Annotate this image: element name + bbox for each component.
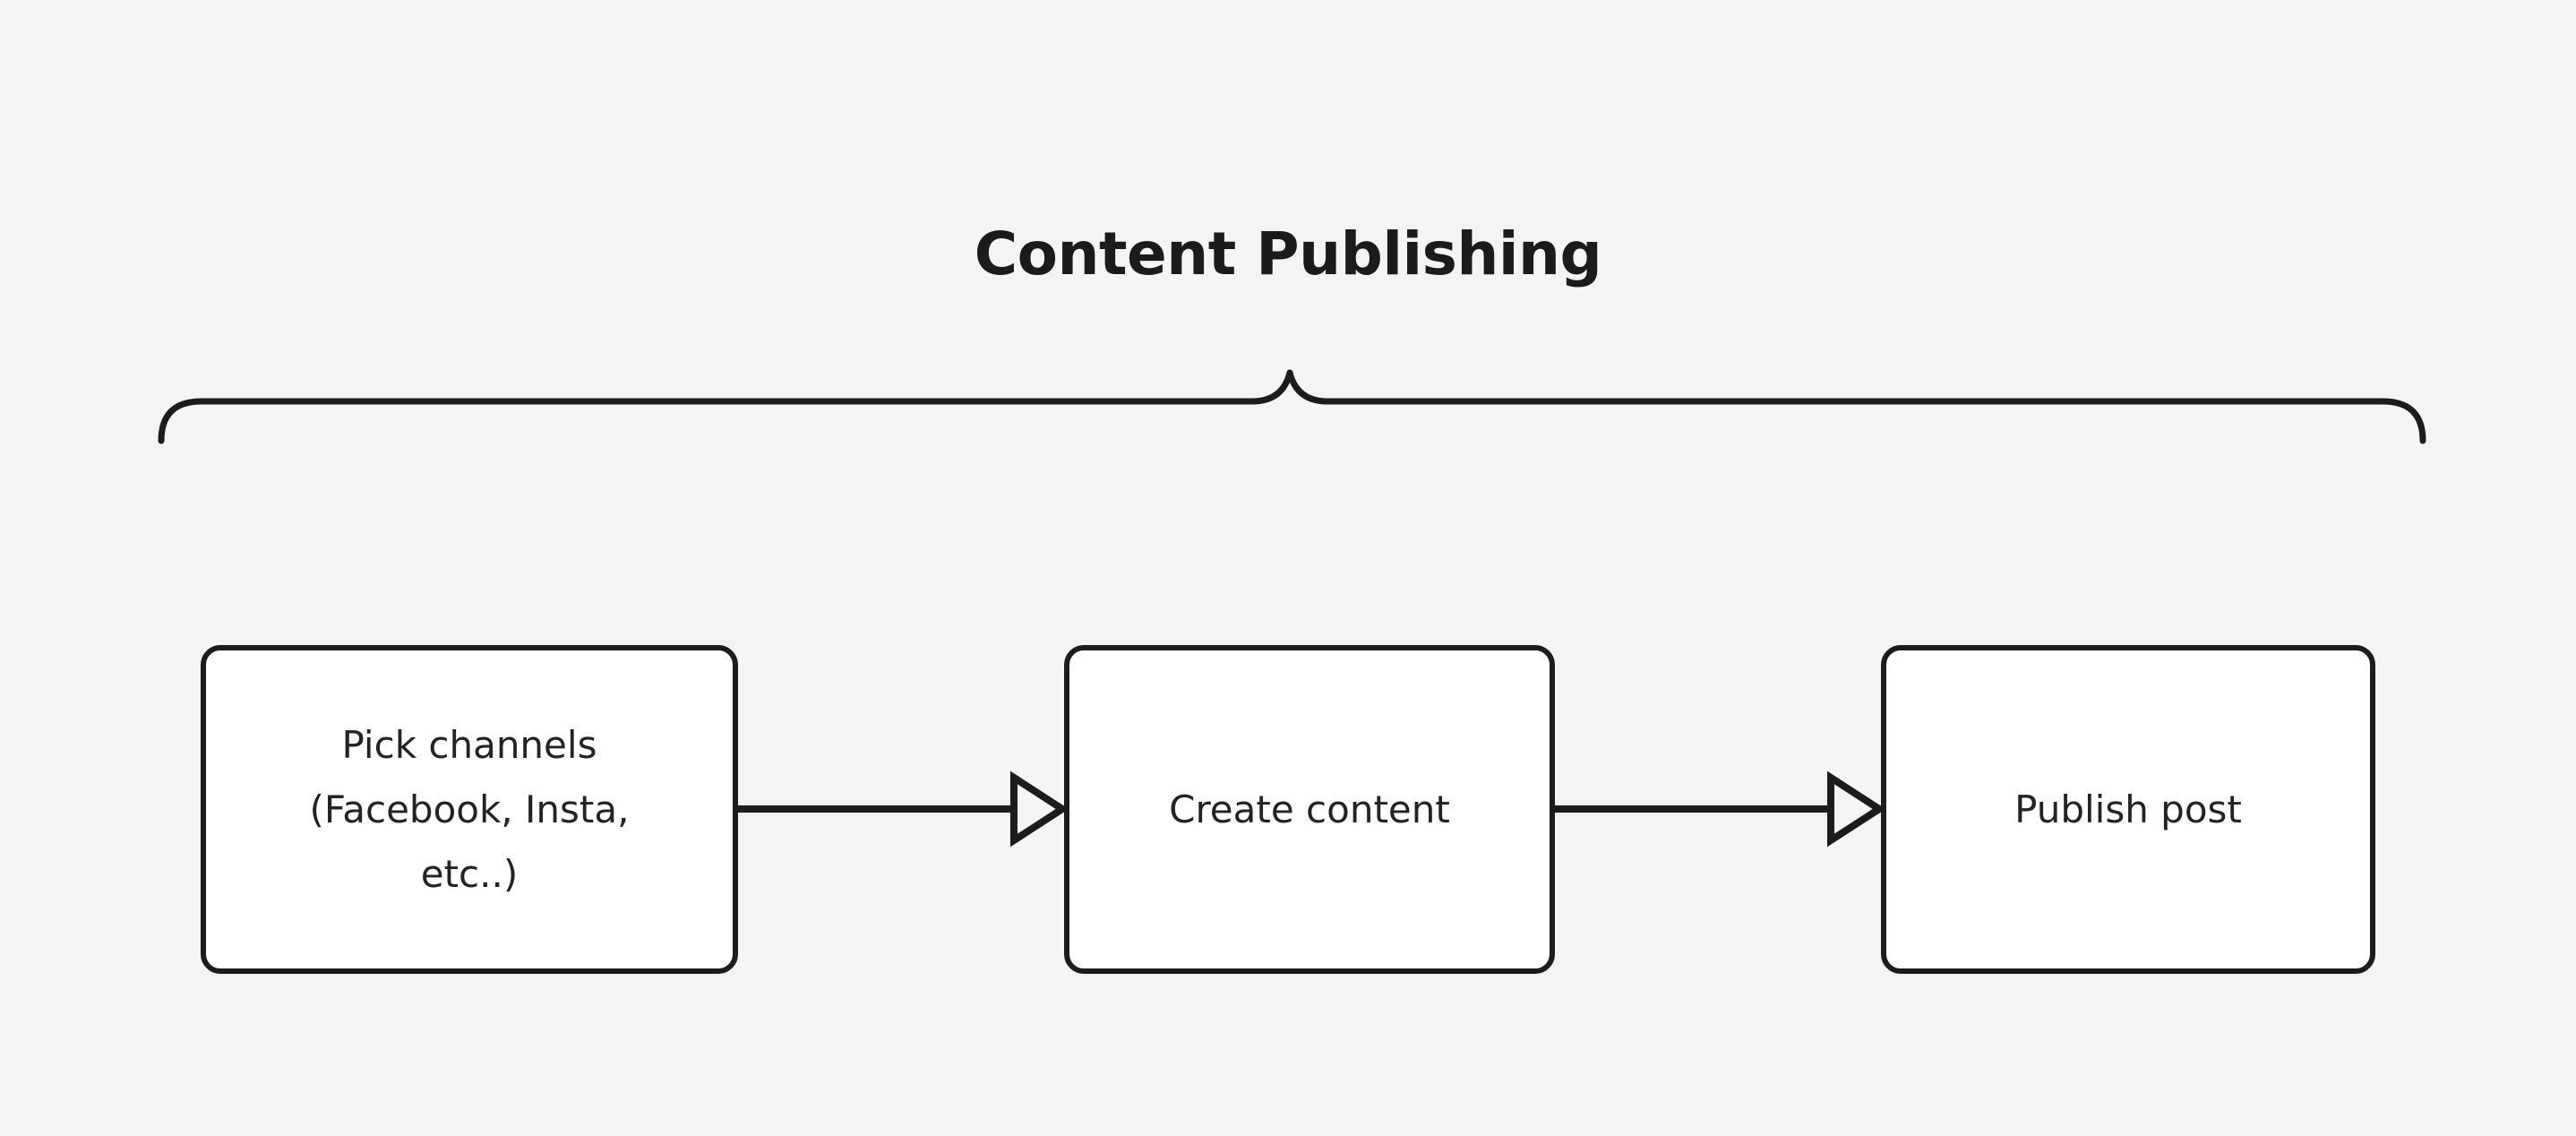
node-label: Create content [1169,787,1450,831]
arrowhead-icon [1827,770,1886,848]
curly-brace-icon [158,369,2426,444]
connector-pick-to-create[interactable] [738,770,1069,848]
node-pick-channels[interactable]: Pick channels (Facebook, Insta, etc..) [201,645,738,974]
connector-create-to-publish[interactable] [1555,770,1886,848]
node-label: Pick channels (Facebook, Insta, etc..) [309,722,630,896]
node-publish-post[interactable]: Publish post [1881,645,2375,974]
node-label: Publish post [2014,787,2242,831]
group-title: Content Publishing [974,219,1602,288]
arrowhead-icon [1010,770,1069,848]
node-create-content[interactable]: Create content [1064,645,1555,974]
